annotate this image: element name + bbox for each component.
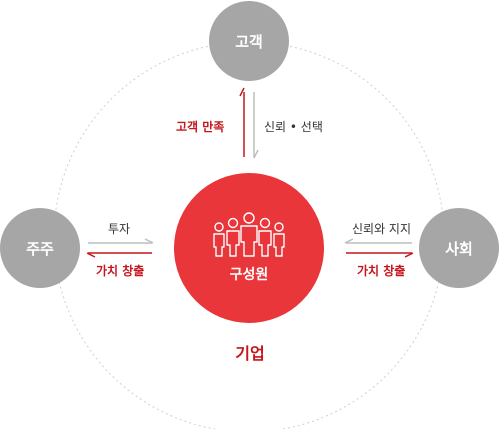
customer-label: 고객: [235, 32, 263, 51]
customer-satisfaction-arrow: [239, 87, 245, 157]
value-creation-left-label: 가치 창출: [96, 264, 145, 278]
customer-satisfaction-label: 고객 만족: [176, 120, 225, 134]
trust-support-arrow: [344, 238, 412, 244]
investment-arrow: [88, 238, 154, 244]
people-group-icon: [213, 212, 285, 257]
company-label: 기업: [235, 344, 265, 363]
investment-label: 투자: [108, 222, 131, 236]
society-label: 사회: [445, 239, 473, 258]
trust-choice-label: 신뢰 • 선택: [264, 120, 323, 134]
shareholder-node: 주주: [0, 208, 80, 288]
society-node: 사회: [419, 208, 499, 288]
shareholder-label: 주주: [26, 239, 54, 258]
members-node: 구성원: [174, 173, 324, 323]
value-creation-left-arrow: [86, 252, 152, 258]
value-creation-right-label: 가치 창출: [357, 264, 406, 278]
value-creation-right-arrow: [346, 252, 414, 258]
customer-node: 고객: [209, 1, 289, 81]
trust-choice-arrow: [253, 92, 259, 159]
members-label: 구성원: [229, 267, 269, 283]
trust-support-label: 신뢰와 지지: [352, 222, 412, 236]
